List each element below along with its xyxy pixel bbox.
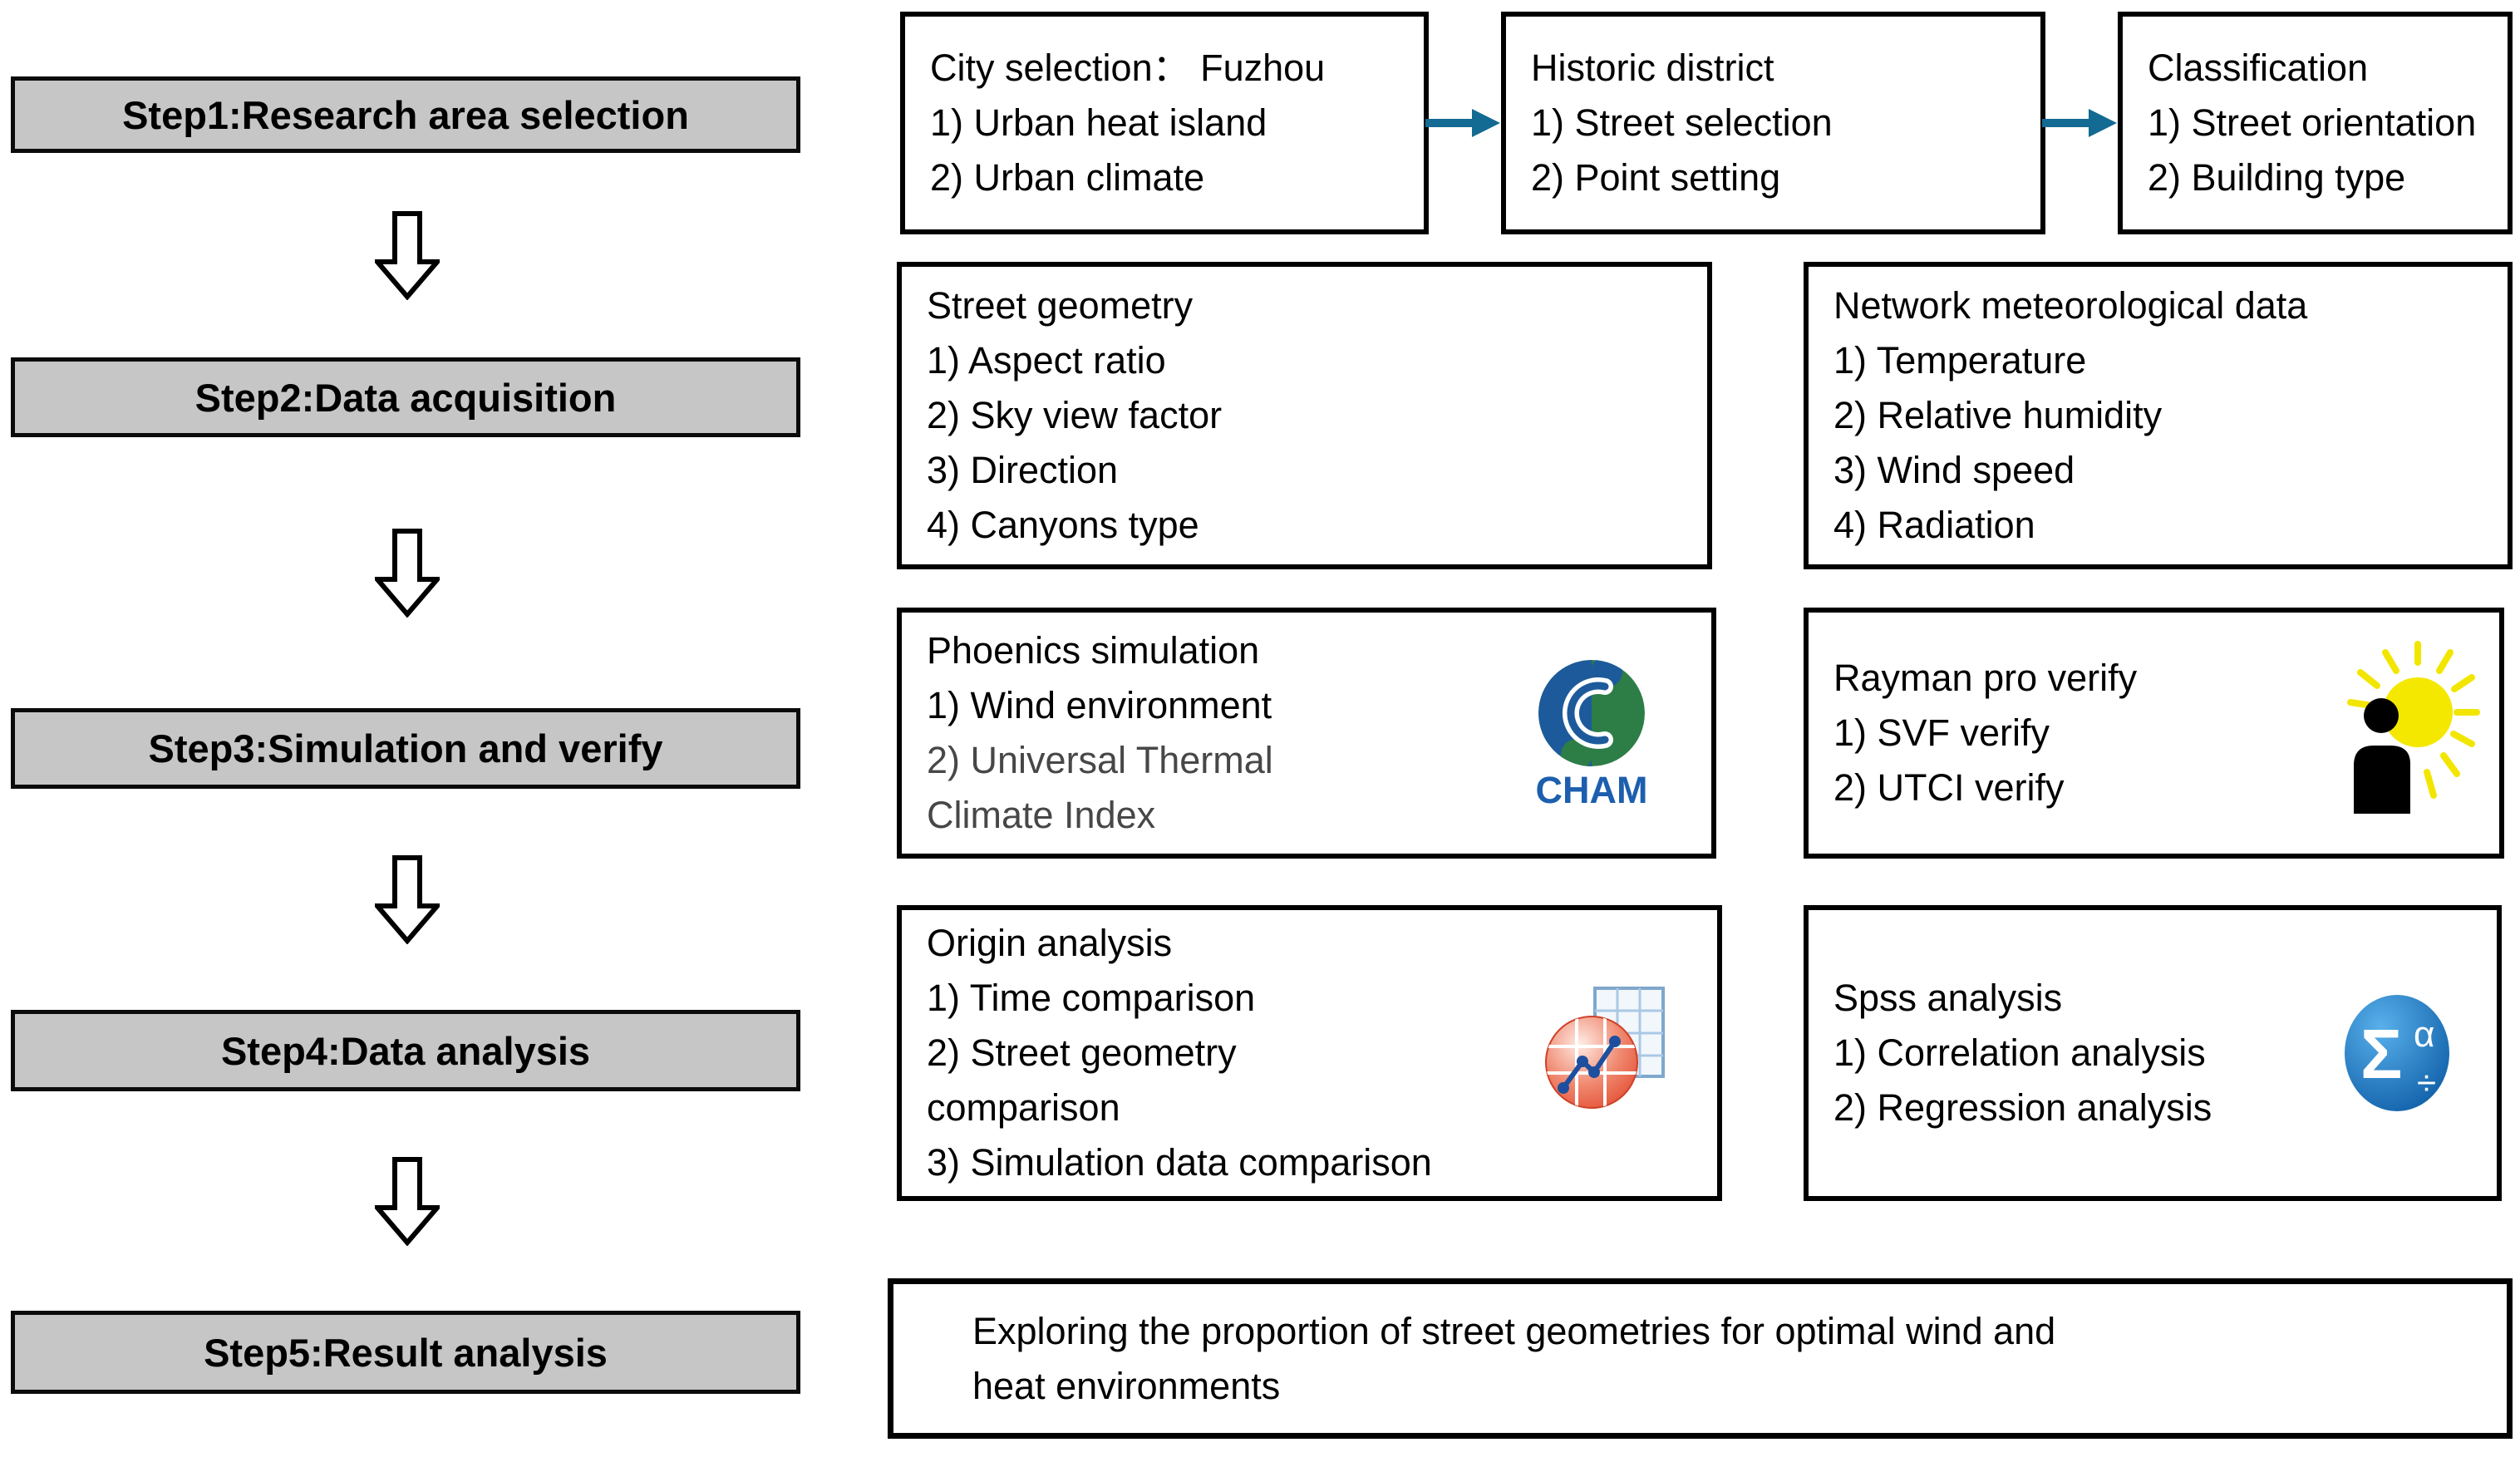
step3-box: Step3:Simulation and verify <box>11 708 800 789</box>
cham-logo-icon: CHAM <box>1536 660 1648 811</box>
origin-logo-icon <box>1545 987 1665 1109</box>
flow-arrow-icon <box>2042 109 2117 137</box>
box-line: 1) Wind environment <box>927 684 1272 726</box>
box-line: Origin analysis <box>927 922 1173 964</box>
box-line: heat environments <box>972 1364 1281 1407</box>
box-line: Climate Index <box>927 794 1156 836</box>
box-line: 2) Urban climate <box>930 156 1205 199</box>
box-line: comparison <box>927 1086 1120 1129</box>
box-line: 3) Direction <box>927 449 1119 491</box>
box-line: 2) Building type <box>2148 156 2406 199</box>
step5-label: Step5:Result analysis <box>204 1330 608 1375</box>
box-line: 2) Regression analysis <box>1833 1086 2212 1129</box>
network-meteorological-data-box: Network meteorological data 1) Temperatu… <box>1804 262 2513 569</box>
box-line: 1) Time comparison <box>927 977 1256 1019</box>
spss-divide-glyph: ÷ <box>2417 1063 2436 1102</box>
step5-box: Step5:Result analysis <box>11 1311 800 1394</box>
box-line: 4) Canyons type <box>927 504 1199 546</box>
down-arrow-icon <box>375 211 440 300</box>
classification-box: Classification 1) Street orientation 2) … <box>2118 12 2513 234</box>
box-line: 2) Point setting <box>1531 156 1781 199</box>
box-line: 4) Radiation <box>1833 504 2035 546</box>
step4-label: Step4:Data analysis <box>220 1028 591 1073</box>
box-line: Classification <box>2148 47 2369 89</box>
result-box: Exploring the proportion of street geome… <box>888 1278 2513 1439</box>
box-line: Network meteorological data <box>1833 284 2308 327</box>
phoenics-simulation-box: Phoenics simulation 1) Wind environment … <box>897 608 1716 859</box>
box-line: 1) SVF verify <box>1833 711 2050 754</box>
box-line: 1) Correlation analysis <box>1833 1031 2206 1074</box>
cham-wordmark: CHAM <box>1536 769 1648 811</box>
box-line: 1) Street selection <box>1531 101 1833 144</box>
box-line: 2) UTCI verify <box>1833 766 2065 809</box>
box-line: 3) Simulation data comparison <box>927 1141 1432 1184</box>
step2-label: Step2:Data acquisition <box>194 375 617 420</box>
step3-label: Step3:Simulation and verify <box>148 726 663 770</box>
box-line: 2) Relative humidity <box>1833 394 2163 436</box>
street-geometry-box: Street geometry 1) Aspect ratio 2) Sky v… <box>897 262 1712 569</box>
step1-box: Step1:Research area selection <box>11 76 800 153</box>
box-line: 1) Temperature <box>1833 339 2087 381</box>
box-line: 2) Sky view factor <box>927 394 1223 436</box>
city-selection-box: City selection： Fuzhou 1) Urban heat isl… <box>900 12 1429 234</box>
box-line: 1) Urban heat island <box>930 101 1267 144</box>
down-arrow-icon <box>375 1157 440 1246</box>
spss-alpha-glyph: α <box>2414 1014 2434 1055</box>
box-line: 2) Universal Thermal <box>927 739 1273 781</box>
spss-logo-icon: Σ α ÷ <box>2345 995 2449 1111</box>
step4-box: Step4:Data analysis <box>11 1010 800 1091</box>
step2-box: Step2:Data acquisition <box>11 357 800 437</box>
box-line: 1) Aspect ratio <box>927 339 1166 381</box>
box-line: City selection： Fuzhou <box>930 47 1326 89</box>
spss-sigma-glyph: Σ <box>2360 1015 2402 1093</box>
down-arrow-icon <box>375 529 440 618</box>
box-line: 2) Street geometry <box>927 1031 1237 1074</box>
box-line: Spss analysis <box>1833 977 2063 1019</box>
box-line: Phoenics simulation <box>927 629 1260 672</box>
origin-analysis-box: Origin analysis 1) Time comparison 2) St… <box>897 905 1722 1201</box>
box-line: Street geometry <box>927 284 1194 327</box>
spss-analysis-box: Spss analysis 1) Correlation analysis 2)… <box>1804 905 2502 1201</box>
flow-arrow-icon <box>1425 109 1500 137</box>
step1-label: Step1:Research area selection <box>122 92 689 137</box>
box-line: Historic district <box>1531 47 1774 89</box>
box-line: 1) Street orientation <box>2148 101 2477 144</box>
box-line: Exploring the proportion of street geome… <box>972 1309 2056 1352</box>
rayman-verify-box: Rayman pro verify 1) SVF verify 2) UTCI … <box>1804 608 2504 859</box>
box-line: 3) Wind speed <box>1833 449 2075 491</box>
sun-person-icon <box>2347 641 2480 814</box>
down-arrow-icon <box>375 855 440 944</box>
historic-district-box: Historic district 1) Street selection 2)… <box>1501 12 2045 234</box>
box-line: Rayman pro verify <box>1833 657 2138 699</box>
